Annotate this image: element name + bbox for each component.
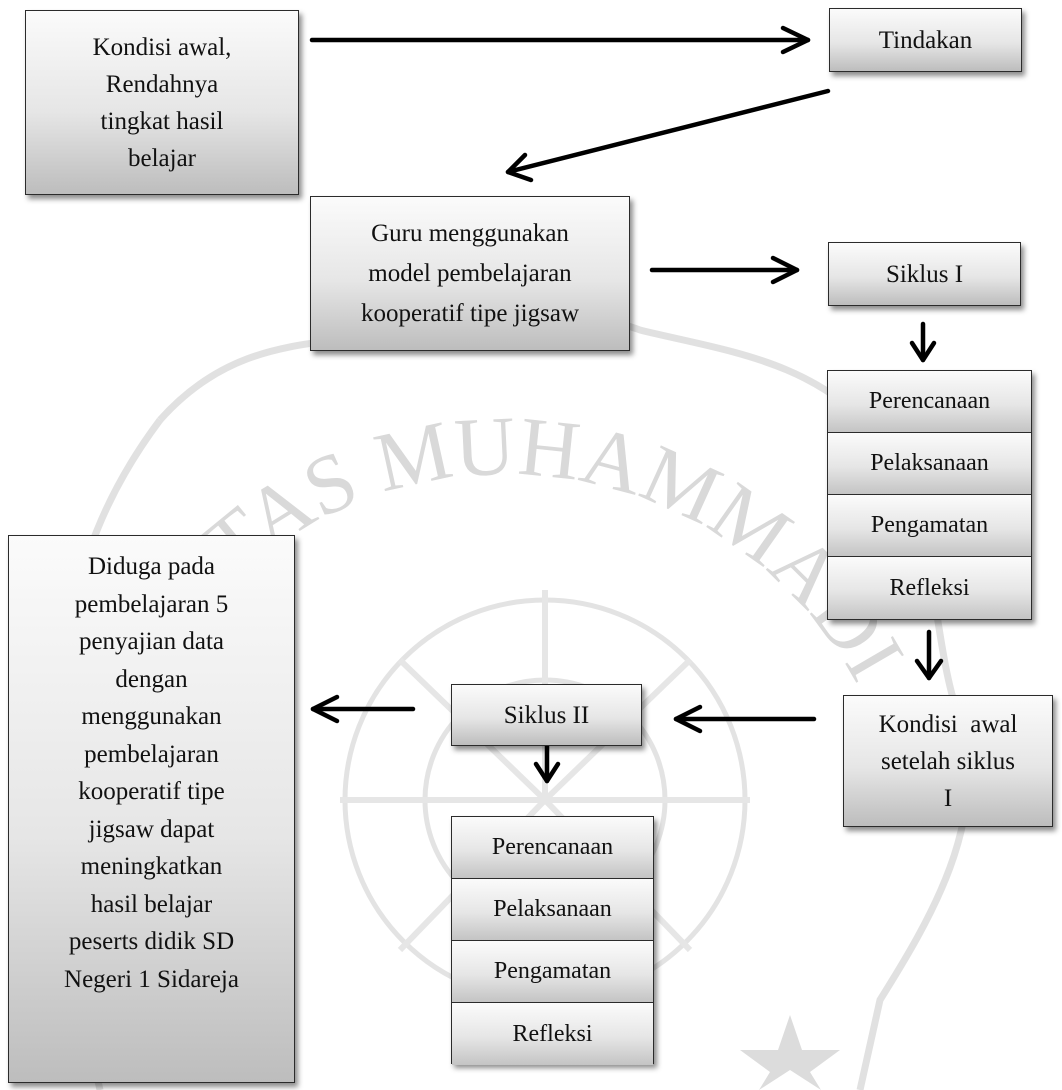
hipotesis-line: Diduga pada xyxy=(87,553,216,580)
siklus-1-step-pengamatan: Pengamatan xyxy=(828,495,1031,557)
guru-model-box: Guru menggunakan model pembelajaran koop… xyxy=(310,196,630,351)
kondisi-awal-line: Rendahnya xyxy=(105,70,219,98)
siklus-2-steps: Perencanaan Pelaksanaan Pengamatan Refle… xyxy=(451,816,654,1065)
guru-model-line: model pembelajaran xyxy=(368,259,572,287)
siklus-1-step-pelaksanaan: Pelaksanaan xyxy=(828,433,1031,495)
siklus-2-step-refleksi: Refleksi xyxy=(452,1003,653,1065)
hipotesis-line: menggunakan xyxy=(81,703,222,730)
kondisi-setelah-line: Kondisi awal xyxy=(878,710,1018,738)
kondisi-setelah-line: I xyxy=(943,784,953,812)
kondisi-awal-box: Kondisi awal, Rendahnya tingkat hasil be… xyxy=(25,10,299,195)
siklus-1-step-refleksi: Refleksi xyxy=(828,557,1031,619)
kondisi-setelah-siklus-1-box: Kondisi awal setelah siklus I xyxy=(843,695,1053,827)
kondisi-awal-line: Kondisi awal, xyxy=(92,33,232,61)
siklus-1-step-perencanaan: Perencanaan xyxy=(828,371,1031,433)
hipotesis-line: jigsaw dapat xyxy=(88,815,215,843)
hipotesis-line: penyajian data xyxy=(78,628,225,655)
hipotesis-line: kooperatif tipe xyxy=(78,778,225,805)
siklus-1-steps: Perencanaan Pelaksanaan Pengamatan Refle… xyxy=(827,370,1032,620)
hipotesis-line: peserts didik SD xyxy=(68,928,235,955)
hipotesis-line: meningkatkan xyxy=(80,853,223,880)
hipotesis-line: pembelajaran xyxy=(84,740,219,768)
tindakan-box: Tindakan xyxy=(829,8,1022,72)
tindakan-label: Tindakan xyxy=(878,26,973,54)
kondisi-awal-line: tingkat hasil xyxy=(100,107,224,135)
siklus-2-step-perencanaan: Perencanaan xyxy=(452,817,653,879)
kondisi-setelah-line: setelah siklus xyxy=(880,747,1015,775)
hipotesis-line: Negeri 1 Sidareja xyxy=(64,965,239,993)
kondisi-awal-line: belajar xyxy=(127,144,196,172)
hipotesis-line: hasil belajar xyxy=(90,890,213,918)
siklus-2-step-pelaksanaan: Pelaksanaan xyxy=(452,879,653,941)
hipotesis-line: pembelajaran 5 xyxy=(74,590,229,618)
guru-model-line: kooperatif tipe jigsaw xyxy=(361,299,579,327)
siklus-1-label: Siklus I xyxy=(885,260,964,288)
siklus-2-label: Siklus II xyxy=(503,701,590,729)
hipotesis-box: Diduga pada pembelajaran 5 penyajian dat… xyxy=(8,535,295,1083)
hipotesis-line: dengan xyxy=(115,665,188,693)
siklus-2-box: Siklus II xyxy=(451,684,642,746)
siklus-1-box: Siklus I xyxy=(828,242,1021,306)
guru-model-line: Guru menggunakan xyxy=(371,219,569,247)
siklus-2-step-pengamatan: Pengamatan xyxy=(452,941,653,1003)
